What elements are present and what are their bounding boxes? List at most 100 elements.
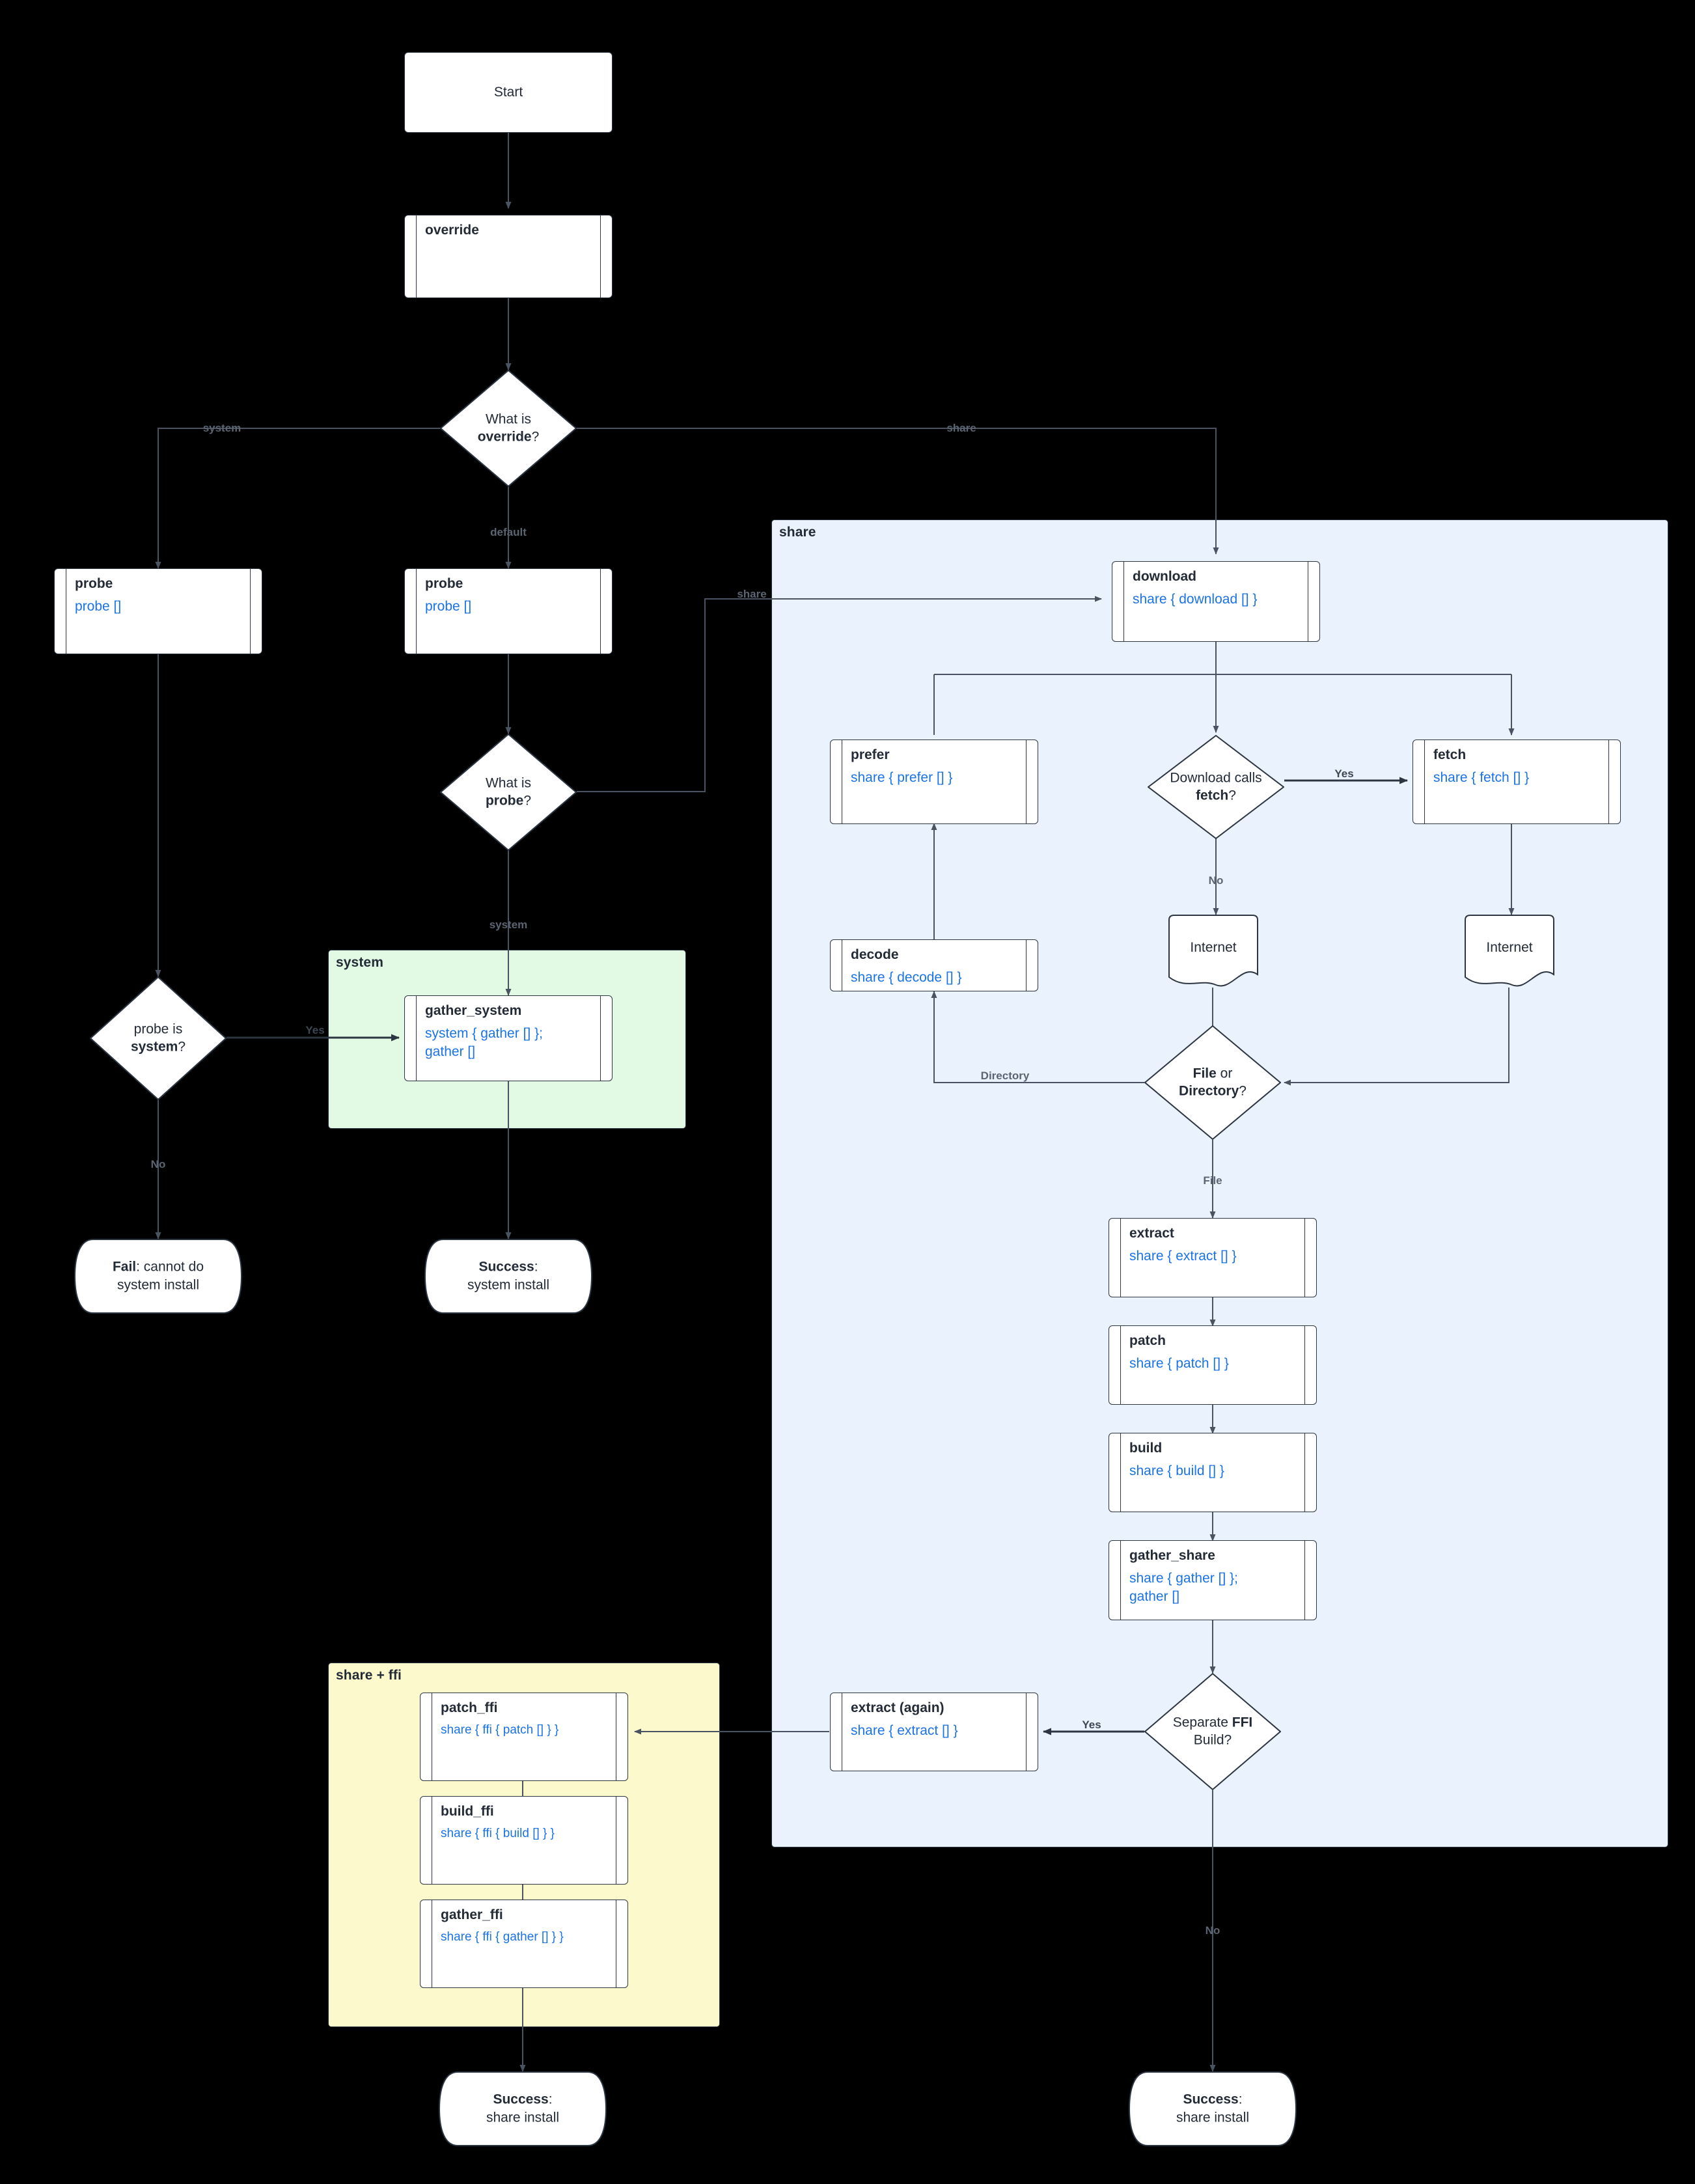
node-q-probe[interactable]: What is probe? xyxy=(440,734,577,851)
node-build[interactable]: build share { build [] } xyxy=(1109,1433,1317,1512)
node-success-share-ffi[interactable]: Success: share install xyxy=(438,2071,607,2146)
node-internet-b[interactable]: Internet xyxy=(1460,915,1559,989)
subroutine-bar-left xyxy=(1120,1541,1121,1620)
node-download[interactable]: download share { download [] } xyxy=(1112,561,1320,642)
subgraph-share-title: share xyxy=(779,525,816,540)
node-override[interactable]: override xyxy=(404,215,613,298)
node-patch-ffi-code: share { ffi { patch [] } } xyxy=(441,1723,559,1737)
node-decode-title: decode xyxy=(851,947,899,962)
edge-label-probe-system: system xyxy=(489,919,528,931)
subroutine-bar-right xyxy=(1608,740,1609,823)
node-probe-system-code: probe [] xyxy=(75,599,122,614)
subroutine-bar-right xyxy=(1026,940,1027,991)
node-probe-default[interactable]: probe probe [] xyxy=(404,568,613,654)
node-probe-system[interactable]: probe probe [] xyxy=(54,568,262,654)
node-patch-ffi-title: patch_ffi xyxy=(441,1700,498,1715)
edge-label-probe-is-system-no: No xyxy=(150,1158,166,1170)
node-build-ffi[interactable]: build_ffi share { ffi { build [] } } xyxy=(420,1796,628,1885)
node-extract-code: share { extract [] } xyxy=(1129,1249,1237,1264)
node-q-download-fetch-label: Download calls fetch? xyxy=(1170,770,1262,803)
edge-label-probe-share: share xyxy=(737,588,767,600)
edge-label-file-or-dir-directory: Directory xyxy=(980,1070,1030,1082)
node-prefer[interactable]: prefer share { prefer [] } xyxy=(830,740,1038,824)
edge-label-probe-is-system-yes: Yes xyxy=(305,1024,325,1036)
subgraph-share-ffi-title: share + ffi xyxy=(336,1668,402,1683)
node-gather-share-title: gather_share xyxy=(1129,1548,1215,1563)
node-gather-system[interactable]: gather_system system { gather [] }; gath… xyxy=(404,995,613,1081)
subroutine-bar-left xyxy=(1120,1433,1121,1512)
subroutine-bar-right xyxy=(1304,1219,1305,1297)
node-download-title: download xyxy=(1133,569,1196,584)
subroutine-bar-left xyxy=(416,569,417,654)
subroutine-bar-left xyxy=(1424,740,1425,823)
subroutine-bar-left xyxy=(1120,1219,1121,1297)
node-internet-b-label: Internet xyxy=(1486,939,1533,955)
node-start[interactable]: Start xyxy=(404,52,613,133)
node-start-label: Start xyxy=(493,85,523,100)
node-prefer-code: share { prefer [] } xyxy=(851,770,953,785)
node-q-download-fetch[interactable]: Download calls fetch? xyxy=(1148,735,1284,839)
node-fail-system[interactable]: Fail: cannot do system install xyxy=(74,1239,243,1314)
node-probe-system-title: probe xyxy=(75,576,113,591)
subroutine-bar-right xyxy=(1304,1541,1305,1620)
node-extract-again-code: share { extract [] } xyxy=(851,1723,958,1738)
node-decode[interactable]: decode share { decode [] } xyxy=(830,939,1038,991)
node-gather-ffi-code: share { ffi { gather [] } } xyxy=(441,1930,564,1944)
node-build-ffi-code: share { ffi { build [] } } xyxy=(441,1827,555,1840)
subgraph-system-title: system xyxy=(336,955,383,970)
node-extract-again[interactable]: extract (again) share { extract [] } xyxy=(830,1693,1038,1771)
node-patch-code: share { patch [] } xyxy=(1129,1356,1229,1371)
node-success-share-ffi-label: Success: share install xyxy=(486,2092,560,2125)
subroutine-bar-left xyxy=(1120,1326,1121,1404)
node-gather-system-title: gather_system xyxy=(425,1003,522,1018)
subgraph-system: system xyxy=(328,950,686,1129)
node-fetch-title: fetch xyxy=(1433,747,1467,762)
node-internet-a-label: Internet xyxy=(1190,939,1237,955)
node-build-code: share { build [] } xyxy=(1129,1463,1224,1478)
node-q-separate-ffi-label: Separate FFI Build? xyxy=(1172,1715,1253,1748)
node-gather-share[interactable]: gather_share share { gather [] }; gather… xyxy=(1109,1540,1317,1620)
subroutine-bar-right xyxy=(1304,1433,1305,1512)
subroutine-bar-left xyxy=(1123,562,1124,641)
edge-label-override-system: system xyxy=(202,422,241,434)
node-q-override-label: What is override? xyxy=(477,411,540,445)
node-fetch-code: share { fetch [] } xyxy=(1433,770,1530,785)
node-fetch[interactable]: fetch share { fetch [] } xyxy=(1412,740,1621,824)
node-extract[interactable]: extract share { extract [] } xyxy=(1109,1218,1317,1297)
node-q-probe-label: What is probe? xyxy=(485,775,532,809)
subroutine-bar-right xyxy=(600,215,601,297)
node-q-override[interactable]: What is override? xyxy=(440,370,577,487)
subroutine-bar-left xyxy=(416,215,417,297)
node-build-title: build xyxy=(1129,1441,1163,1456)
node-patch-ffi[interactable]: patch_ffi share { ffi { patch [] } } xyxy=(420,1693,628,1781)
node-patch[interactable]: patch share { patch [] } xyxy=(1109,1325,1317,1405)
node-patch-title: patch xyxy=(1129,1333,1166,1348)
node-override-title: override xyxy=(425,223,479,238)
edge-label-override-default: default xyxy=(490,526,527,538)
node-probe-default-title: probe xyxy=(425,576,463,591)
node-prefer-title: prefer xyxy=(851,747,890,762)
node-fail-system-label: Fail: cannot do system install xyxy=(112,1259,204,1293)
node-success-share-label: Success: share install xyxy=(1176,2092,1250,2125)
edge-label-download-fetch-no: No xyxy=(1208,874,1224,887)
node-gather-ffi[interactable]: gather_ffi share { ffi { gather [] } } xyxy=(420,1900,628,1988)
edge-label-download-fetch-yes: Yes xyxy=(1334,767,1354,780)
node-q-file-dir[interactable]: File or Directory? xyxy=(1144,1025,1281,1140)
edge-label-separate-ffi-yes: Yes xyxy=(1082,1719,1101,1731)
node-gather-ffi-title: gather_ffi xyxy=(441,1907,503,1922)
node-q-separate-ffi[interactable]: Separate FFI Build? xyxy=(1144,1673,1281,1790)
node-extract-again-title: extract (again) xyxy=(851,1700,944,1715)
edge-label-override-share: share xyxy=(946,422,976,434)
subroutine-bar-right xyxy=(250,569,251,654)
node-probe-default-code: probe [] xyxy=(425,599,472,614)
node-q-probe-is-system[interactable]: probe is system? xyxy=(90,976,227,1100)
node-internet-a[interactable]: Internet xyxy=(1164,915,1263,989)
node-q-file-dir-label: File or Directory? xyxy=(1179,1066,1247,1099)
node-gather-share-code: share { gather [] }; gather [] xyxy=(1129,1571,1238,1604)
node-success-system[interactable]: Success: system install xyxy=(424,1239,593,1314)
subroutine-bar-right xyxy=(600,996,601,1081)
edge-label-file-or-dir-file: File xyxy=(1203,1174,1222,1187)
node-success-share[interactable]: Success: share install xyxy=(1128,2071,1297,2146)
subroutine-bar-right xyxy=(1026,1693,1027,1771)
